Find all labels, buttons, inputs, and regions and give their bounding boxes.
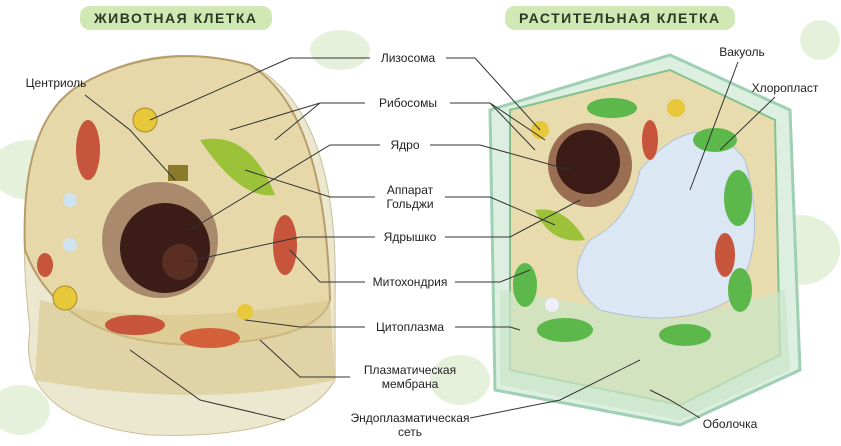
- animal-nucleolus: [162, 244, 198, 280]
- label-nucleolus: Ядрышко: [383, 230, 437, 244]
- label-cell-wall: Оболочка: [702, 417, 758, 431]
- label-vacuole: Вакуоль: [719, 45, 765, 59]
- label-golgi-line1: Аппарат: [386, 183, 434, 197]
- animal-nucleus: [120, 203, 210, 293]
- label-mitochondria: Митохондрия: [372, 275, 448, 289]
- animal-cell: [23, 55, 336, 436]
- plant-nucleus: [556, 130, 620, 194]
- label-chloroplast: Хлоропласт: [751, 81, 819, 95]
- label-cytoplasm: Цитоплазма: [375, 320, 445, 334]
- lysosome: [132, 107, 158, 133]
- label-centriole: Центриоль: [25, 76, 87, 90]
- animal-cell-title: ЖИВОТНАЯ КЛЕТКА: [80, 6, 272, 30]
- mitochondrion: [76, 120, 100, 180]
- chloroplast: [587, 98, 637, 118]
- label-er-line2: сеть: [397, 425, 423, 439]
- label-lysosome: Лизосома: [380, 51, 436, 65]
- label-membrane-line1: Плазматическая: [363, 363, 457, 377]
- label-er-line1: Эндоплазматическая: [350, 411, 470, 425]
- label-golgi-line2: Гольджи: [386, 197, 434, 211]
- label-ribosomes: Рибосомы: [379, 96, 437, 110]
- plant-cell-title: РАСТИТЕЛЬНАЯ КЛЕТКА: [505, 6, 735, 30]
- plant-cell: [488, 53, 802, 427]
- label-nucleus: Ядро: [390, 138, 420, 152]
- golgi: [200, 138, 275, 196]
- leader-lines: [84, 57, 776, 421]
- label-membrane-line2: мембрана: [381, 377, 439, 391]
- centriole: [168, 165, 188, 181]
